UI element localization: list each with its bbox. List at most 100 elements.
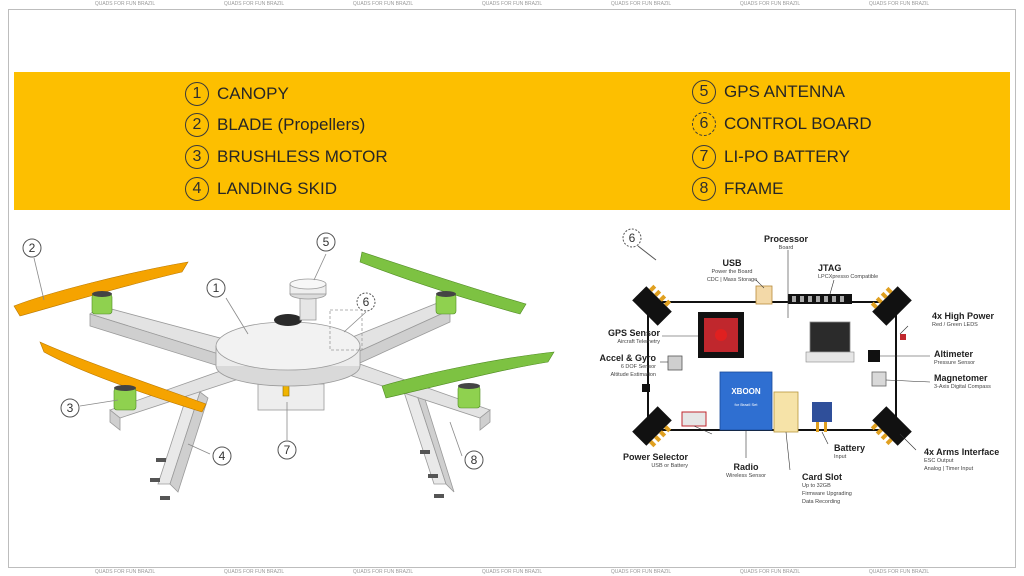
radio-chip-label: XBOON [731,387,761,396]
callout-jtag: JTAG LPCXpresso Compatible [818,263,878,281]
parts-legend: 1 CANOPY 2 BLADE (Propellers) 3 BRUSHLES… [14,72,1010,210]
usb-port [755,285,773,305]
callout-title: Power Selector [622,452,688,462]
legend-number: 7 [692,145,716,169]
callout-subtitle: Analog | Timer Input [924,466,974,472]
callout-gps-sensor: GPS Sensor Aircraft Telemetry [560,328,660,346]
board-marker: 6 [622,228,657,261]
legend-number: 3 [185,145,209,169]
marker-frame: 8 [471,453,478,467]
watermark: QUADS FOR FUN BRAZIL [352,569,414,575]
watermark: QUADS FOR FUN BRAZIL [610,1,672,7]
callout-power-selector: Power Selector USB or Battery [604,452,688,470]
watermark: QUADS FOR FUN BRAZIL [352,1,414,7]
legend-number: 2 [185,113,209,137]
arm-connector-top-right [870,286,912,326]
callout-card-slot: Card Slot Up to 32GB Firmware Upgrading … [802,472,852,506]
led [900,334,906,340]
radio-chip-sublabel: for Brazil Set [735,402,759,407]
control-board-outline [329,309,363,351]
slide-frame [8,9,1016,568]
quadcopter-illustration: 2 1 5 6 3 4 7 8 [13,232,555,500]
arm-connector-bottom-left [632,406,672,448]
aux-component [642,384,650,392]
legend-label: CANOPY [217,84,289,103]
arm-connector-top-left [632,284,672,326]
watermark: QUADS FOR FUN BRAZIL [739,1,801,7]
watermark: QUADS FOR FUN BRAZIL [610,569,672,575]
callout-title: Processor [763,234,809,244]
callout-accel-gyro: Accel & Gyro 6 DOF Sensor Altitude Estim… [560,353,656,379]
watermark: QUADS FOR FUN BRAZIL [868,569,930,575]
magnetometer-chip [871,371,887,387]
watermark: QUADS FOR FUN BRAZIL [223,1,285,7]
legend-label: LI-PO BATTERY [724,147,850,166]
jtag-header [788,294,852,304]
callout-subtitle: ESC Output [924,458,954,464]
canopy [215,314,361,387]
legend-label: CONTROL BOARD [724,114,872,133]
watermark-row-bottom: QUADS FOR FUN BRAZIL QUADS FOR FUN BRAZI… [0,568,1024,576]
callout-radio: Radio Wireless Sensor [718,462,774,480]
legend-item-gps-antenna: 5 GPS ANTENNA [692,79,845,105]
motor-back-right [435,291,457,315]
legend-label: GPS ANTENNA [724,82,845,101]
callout-subtitle: Power the Board [711,269,753,275]
marker-landing-skid: 4 [219,449,226,463]
callout-title: Accel & Gyro [599,353,656,363]
callout-subtitle: Wireless Sensor [725,473,767,479]
legend-label: LANDING SKID [217,179,337,198]
legend-item-frame: 8 FRAME [692,176,784,202]
callout-title: GPS Sensor [607,328,660,338]
radio-module: XBOON for Brazil Set [719,371,773,431]
battery-input [812,402,832,432]
legend-item-control-board: 6 CONTROL BOARD [692,111,872,137]
watermark: QUADS FOR FUN BRAZIL [868,1,930,7]
callout-subtitle: Pressure Sensor [934,360,975,366]
callout-subtitle: LPCXpresso Compatible [818,274,879,280]
callout-subtitle: Altitude Estimation [610,372,656,378]
callout-arms-interface: 4x Arms Interface ESC Output Analog | Ti… [924,447,999,473]
callout-title: Magnetomer [934,373,988,383]
motor-front-right [457,383,481,409]
leader-lines [33,253,463,457]
marker-control-board: 6 [363,295,370,309]
watermark: QUADS FOR FUN BRAZIL [481,569,543,575]
callout-subtitle: Red / Green LEDS [932,322,978,328]
callout-high-power: 4x High Power Red / Green LEDS [932,311,994,329]
motor-front-left [113,385,137,411]
marker-canopy: 1 [213,281,220,295]
motor-back-left [91,291,113,315]
callout-subtitle: CDC | Mass Storage [706,277,758,283]
callout-subtitle: Up to 32GB [802,483,831,489]
marker-blade: 2 [29,241,36,255]
watermark: QUADS FOR FUN BRAZIL [739,569,801,575]
marker-lipo-battery: 7 [284,443,291,457]
callout-title: 4x Arms Interface [924,447,1000,457]
legend-item-brushless-motor: 3 BRUSHLESS MOTOR [185,144,388,170]
marker-gps-antenna: 5 [323,235,330,249]
callout-title: Battery [834,443,866,453]
power-selector-switch [681,411,707,427]
callout-subtitle: 6 DOF Sensor [620,364,656,370]
callout-processor: Processor Board [748,234,824,252]
processor-chip [805,321,855,363]
callout-title: Altimeter [934,349,974,359]
legend-item-landing-skid: 4 LANDING SKID [185,176,337,202]
callout-altimeter: Altimeter Pressure Sensor [934,349,975,367]
legend-number: 1 [185,82,209,106]
watermark: QUADS FOR FUN BRAZIL [94,1,156,7]
accel-gyro-chip [667,355,683,371]
gps-antenna [289,278,327,321]
watermark-row-top: QUADS FOR FUN BRAZIL QUADS FOR FUN BRAZI… [0,0,1024,9]
drone-markers: 2 1 5 6 3 4 7 8 [22,232,484,470]
board-leader-lines [660,250,931,471]
landing-skid-left [150,391,209,500]
legend-item-canopy: 1 CANOPY [185,81,289,107]
legend-item-blade: 2 BLADE (Propellers) [185,112,365,138]
blade-green-back [359,251,527,315]
watermark: QUADS FOR FUN BRAZIL [94,569,156,575]
blade-orange-front [39,341,207,413]
legend-label: BLADE (Propellers) [217,115,366,134]
legend-number: 5 [692,80,716,104]
